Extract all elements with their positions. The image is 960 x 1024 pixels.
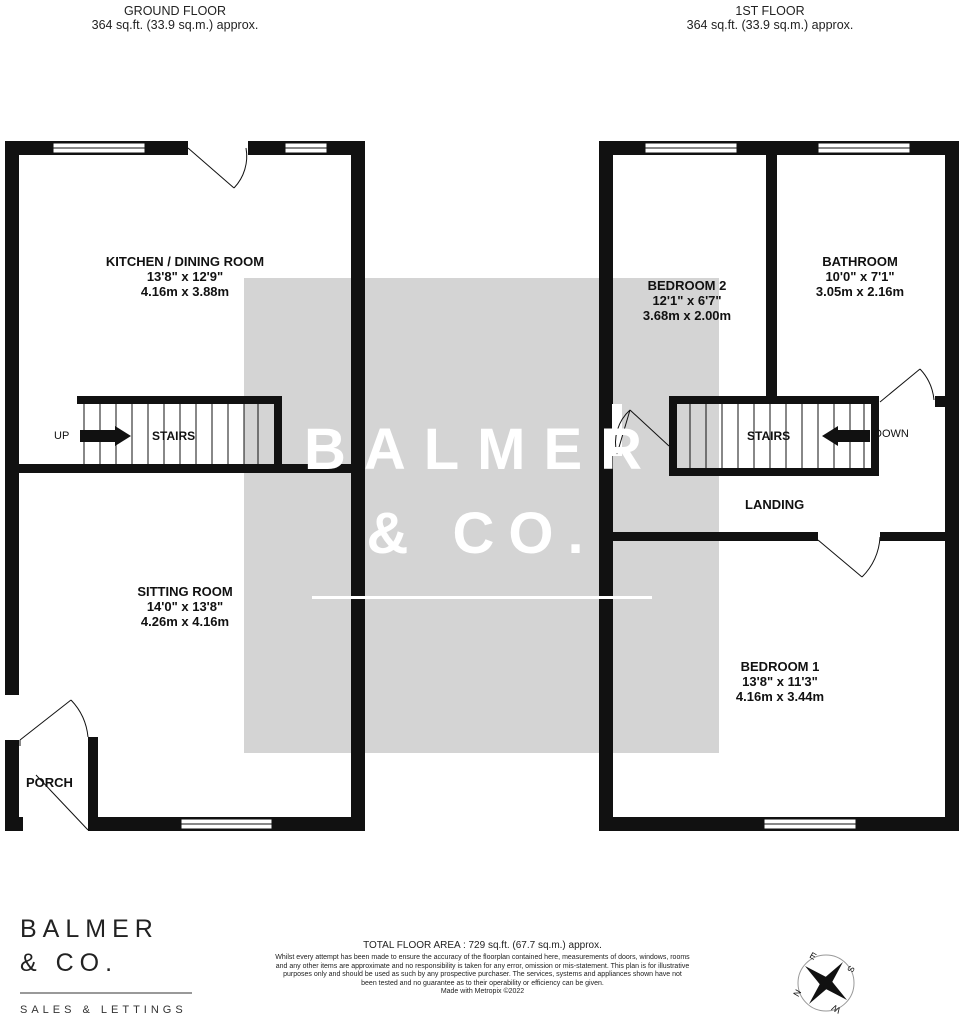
bathroom-metric: 3.05m x 2.16m bbox=[815, 284, 905, 299]
gf-internal-wall bbox=[19, 464, 351, 473]
stairs-down-label: DOWN bbox=[874, 428, 909, 440]
first-floor-plan bbox=[599, 141, 959, 831]
ff-bath-wall-stub bbox=[935, 396, 945, 407]
stairs-down-arrow-icon bbox=[822, 426, 870, 446]
logo-line1: BALMER bbox=[20, 915, 159, 943]
logo-line2: & CO. bbox=[20, 949, 119, 977]
ff-wall-right bbox=[945, 141, 959, 831]
first-floor-area: 364 sq.ft. (33.9 sq.m.) approx. bbox=[686, 18, 854, 32]
ff-wall-bed2-bath bbox=[766, 155, 777, 398]
bedroom2-metric: 3.68m x 2.00m bbox=[642, 308, 732, 323]
ff-wall-left bbox=[599, 141, 613, 831]
bedroom2-label: BEDROOM 2 12'1" x 6'7" 3.68m x 2.00m bbox=[612, 278, 762, 323]
ground-floor-doors bbox=[19, 147, 248, 831]
sitting-room-label: SITTING ROOM 14'0" x 13'8" 4.26m x 4.16m bbox=[85, 584, 285, 629]
ff-stairs-wall-top bbox=[669, 396, 879, 404]
landing-label: LANDING bbox=[745, 497, 805, 512]
kitchen-metric: 4.16m x 3.88m bbox=[140, 284, 230, 299]
gf-porch-wall bbox=[88, 737, 98, 831]
total-floor-area: TOTAL FLOOR AREA : 729 sq.ft. (67.7 sq.m… bbox=[363, 940, 602, 951]
ff-bath-wall-bottom bbox=[871, 396, 879, 476]
ff-door-gap-bath bbox=[880, 395, 934, 407]
bedroom2-imperial: 12'1" x 6'7" bbox=[652, 293, 722, 308]
gf-wall-right bbox=[351, 141, 365, 831]
ff-wall-landing-left bbox=[613, 532, 818, 541]
bathroom-name: BATHROOM bbox=[822, 254, 898, 269]
compass-icon bbox=[797, 954, 855, 1012]
kitchen-label: KITCHEN / DINING ROOM 13'8" x 12'9" 4.16… bbox=[60, 254, 310, 299]
logo-tagline: SALES & LETTINGS bbox=[20, 1004, 187, 1016]
ground-floor-heading: GROUND FLOOR 364 sq.ft. (33.9 sq.m.) app… bbox=[60, 4, 290, 32]
sitting-room-name: SITTING ROOM bbox=[137, 584, 233, 599]
first-floor-heading: 1ST FLOOR 364 sq.ft. (33.9 sq.m.) approx… bbox=[655, 4, 885, 32]
footer-info: TOTAL FLOOR AREA : 729 sq.ft. (67.7 sq.m… bbox=[275, 940, 690, 997]
sitting-room-metric: 4.26m x 4.16m bbox=[140, 614, 230, 629]
stairs-up-label: UP bbox=[54, 430, 70, 442]
ff-wall-landing-right bbox=[880, 532, 945, 541]
stairs-up-arrow-icon bbox=[80, 426, 131, 446]
kitchen-name: KITCHEN / DINING ROOM bbox=[105, 254, 265, 269]
gf-wall-left bbox=[5, 141, 19, 831]
watermark-background bbox=[244, 278, 719, 753]
gf-door-gap-kitchen bbox=[188, 140, 248, 156]
porch-label: PORCH bbox=[26, 775, 73, 790]
ff-stairs-wall-left bbox=[669, 396, 677, 476]
gf-stairs-wall-top bbox=[77, 396, 282, 404]
ground-floor-title: GROUND FLOOR bbox=[123, 4, 227, 18]
bedroom1-imperial: 13'8" x 11'3" bbox=[742, 674, 818, 689]
gf-stairs-label: STAIRS bbox=[152, 429, 196, 443]
gf-wall-porch-bottom bbox=[5, 817, 23, 831]
watermark-line1: BALMER bbox=[303, 417, 661, 482]
bathroom-imperial: 10'0" x 7'1" bbox=[825, 269, 895, 284]
company-logo: BALMER & CO. SALES & LETTINGS bbox=[20, 912, 192, 1016]
bathroom-label: BATHROOM 10'0" x 7'1" 3.05m x 2.16m bbox=[780, 254, 940, 299]
gf-window-lines bbox=[53, 147, 327, 825]
made-with-text: Made with Metropix ©2022 bbox=[440, 988, 525, 995]
ff-stairs-wall-bottom bbox=[669, 468, 879, 476]
ground-floor-area: 364 sq.ft. (33.9 sq.m.) approx. bbox=[91, 18, 259, 32]
first-floor-doors bbox=[615, 368, 935, 578]
watermark-line2: & CO. bbox=[366, 501, 598, 566]
gf-stair-treads bbox=[83, 404, 259, 464]
disclaimer-text: Whilst every attempt has been made to en… bbox=[275, 954, 690, 987]
gf-door-gap-porch bbox=[3, 695, 20, 740]
gf-stairs-wall-right bbox=[274, 396, 282, 468]
logo-divider bbox=[20, 992, 192, 994]
watermark-rule bbox=[312, 596, 652, 599]
ff-window-lines bbox=[645, 147, 910, 825]
bedroom1-metric: 4.16m x 3.44m bbox=[735, 689, 825, 704]
first-floor-title: 1ST FLOOR bbox=[735, 4, 805, 18]
bedroom2-name: BEDROOM 2 bbox=[647, 278, 727, 293]
ff-stairs-label: STAIRS bbox=[747, 429, 791, 443]
bedroom1-label: BEDROOM 1 13'8" x 11'3" 4.16m x 3.44m bbox=[700, 659, 860, 704]
bedroom1-name: BEDROOM 1 bbox=[740, 659, 820, 674]
kitchen-imperial: 13'8" x 12'9" bbox=[146, 269, 224, 284]
sitting-room-imperial: 14'0" x 13'8" bbox=[146, 599, 224, 614]
